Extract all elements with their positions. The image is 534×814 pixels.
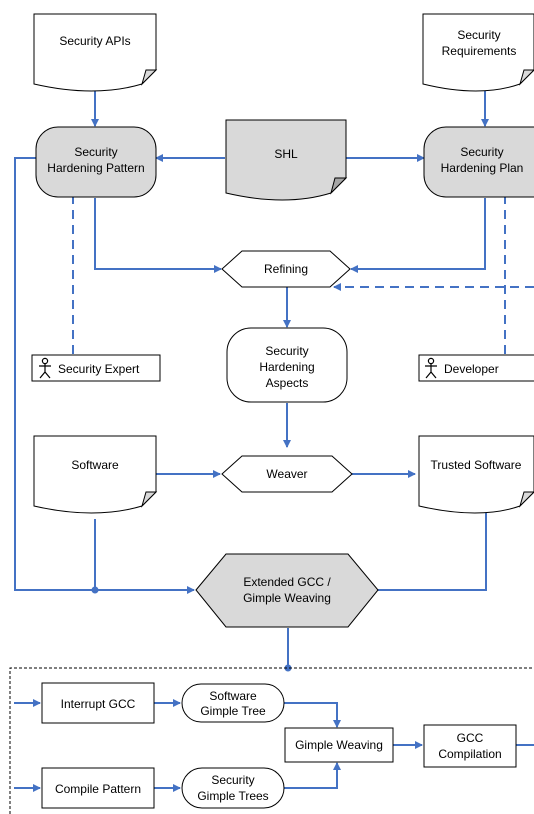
security-apis-document: Security APIs bbox=[33, 13, 158, 92]
compile-pattern-node: Compile Pattern bbox=[41, 767, 155, 809]
security-hardening-plan-node: Security Hardening Plan bbox=[423, 126, 534, 198]
software-gimple-tree-label-line1: Software bbox=[209, 689, 257, 703]
junction-dot bbox=[284, 664, 292, 672]
arrow-gcc-to-trusted bbox=[378, 502, 490, 591]
arrow-security-trees-to-weaving bbox=[284, 762, 341, 789]
refining-node: Refining bbox=[221, 250, 351, 288]
shl-document: SHL bbox=[225, 119, 348, 201]
actor-icon bbox=[425, 357, 437, 379]
gimple-process-container bbox=[9, 667, 534, 814]
security-expert-label: Security Expert bbox=[58, 362, 140, 376]
aspects-label-line3: Aspects bbox=[266, 376, 309, 390]
software-document: Software bbox=[33, 435, 158, 514]
actor-icon bbox=[39, 357, 51, 379]
security-apis-label: Security APIs bbox=[59, 34, 130, 48]
security-requirements-label-line1: Security bbox=[457, 28, 500, 42]
aspects-label-line1: Security bbox=[265, 344, 308, 358]
interrupt-gcc-label: Interrupt GCC bbox=[61, 697, 136, 711]
software-gimple-tree-node: Software Gimple Tree bbox=[181, 683, 285, 723]
security-hardening-plan-label-line2: Hardening Plan bbox=[441, 161, 524, 175]
security-expert-actor: Security Expert bbox=[31, 354, 161, 382]
arrow-plan-to-refining bbox=[350, 198, 486, 273]
security-hardening-aspects-node: Security Hardening Aspects bbox=[226, 327, 348, 403]
gcc-compilation-node: GCC Compilation bbox=[423, 724, 517, 768]
security-hardening-pattern-label-line1: Security bbox=[74, 145, 117, 159]
extended-gcc-node: Extended GCC / Gimple Weaving bbox=[195, 553, 379, 628]
security-gimple-trees-label-line2: Gimple Trees bbox=[197, 789, 268, 803]
developer-actor: Developer bbox=[418, 354, 534, 382]
security-gimple-trees-label-line1: Security bbox=[211, 773, 254, 787]
security-hardening-pattern-label-line2: Hardening Pattern bbox=[47, 161, 144, 175]
gimple-weaving-label: Gimple Weaving bbox=[295, 738, 383, 752]
software-label: Software bbox=[71, 458, 119, 472]
security-hardening-pattern-node: Security Hardening Pattern bbox=[35, 126, 157, 198]
weaver-node: Weaver bbox=[221, 455, 353, 493]
extended-gcc-label-line2: Gimple Weaving bbox=[243, 591, 331, 605]
junction-dot bbox=[91, 586, 99, 594]
security-gimple-trees-node: Security Gimple Trees bbox=[181, 767, 285, 809]
compile-pattern-label: Compile Pattern bbox=[55, 782, 141, 796]
security-hardening-plan-label-line1: Security bbox=[460, 145, 503, 159]
trusted-software-label: Trusted Software bbox=[431, 458, 522, 472]
arrow-pattern-to-refining bbox=[94, 198, 222, 273]
shl-label: SHL bbox=[274, 147, 298, 161]
developer-label: Developer bbox=[444, 362, 499, 376]
arrow-software-tree-to-weaving bbox=[284, 702, 341, 728]
security-requirements-document: Security Requirements bbox=[422, 13, 534, 92]
connectors bbox=[14, 84, 534, 792]
security-requirements-label-line2: Requirements bbox=[442, 44, 517, 58]
weaver-label: Weaver bbox=[266, 467, 307, 481]
gcc-compilation-label-line1: GCC bbox=[457, 731, 484, 745]
refining-label: Refining bbox=[264, 262, 308, 276]
aspects-label-line2: Hardening bbox=[259, 360, 314, 374]
gimple-weaving-node: Gimple Weaving bbox=[284, 727, 394, 763]
extended-gcc-label-line1: Extended GCC / bbox=[243, 575, 331, 589]
gcc-compilation-label-line2: Compilation bbox=[438, 747, 501, 761]
trusted-software-document: Trusted Software bbox=[418, 435, 534, 514]
arrow-pattern-to-gcc bbox=[14, 157, 195, 594]
interrupt-gcc-node: Interrupt GCC bbox=[41, 682, 155, 724]
software-gimple-tree-label-line2: Gimple Tree bbox=[200, 704, 266, 718]
